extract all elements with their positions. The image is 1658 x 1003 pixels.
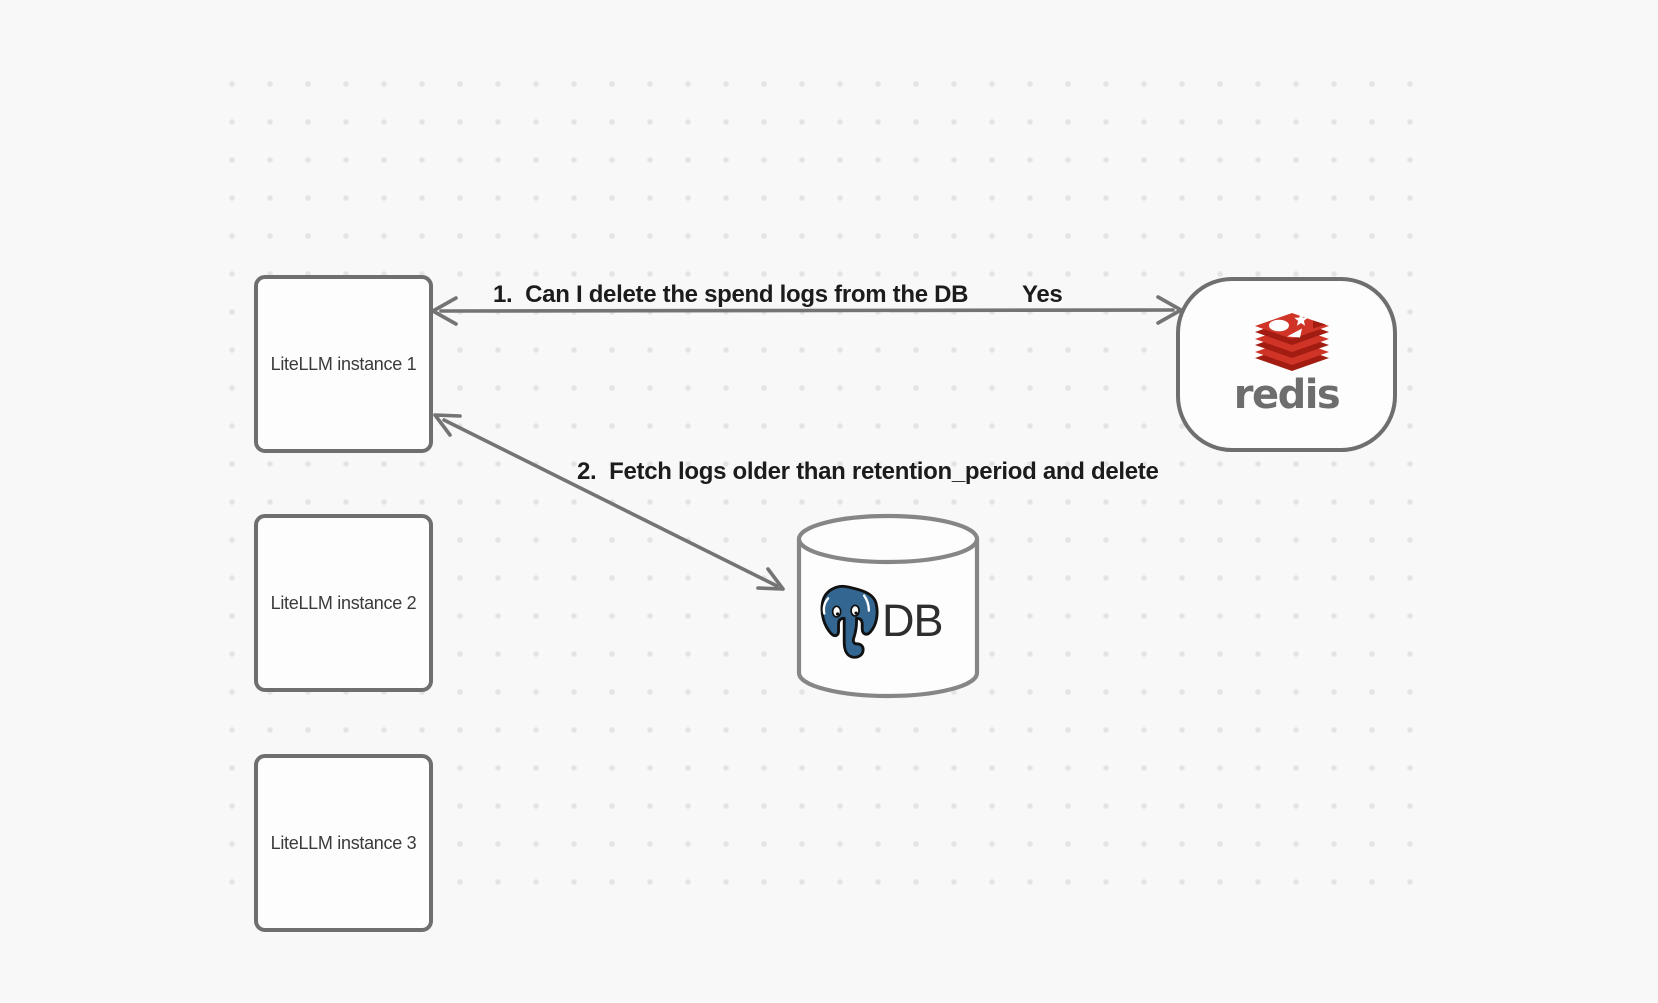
redis-wordmark: redis [1233, 372, 1341, 418]
edge2-label: 2. Fetch logs older than retention_perio… [577, 458, 1159, 485]
postgresql-elephant-icon [820, 584, 879, 659]
node-redis[interactable]: redis [1176, 277, 1397, 452]
node-label: LiteLLM instance 2 [270, 592, 417, 613]
db-cylinder-icon [796, 513, 980, 699]
node-database[interactable]: DB [795, 512, 981, 702]
node-litellm-instance-1[interactable]: LiteLLM instance 1 [254, 275, 433, 453]
node-label: LiteLLM instance 1 [270, 353, 417, 374]
db-label: DB [882, 595, 944, 646]
node-label: LiteLLM instance 3 [270, 832, 417, 853]
node-litellm-instance-2[interactable]: LiteLLM instance 2 [254, 514, 433, 692]
edge1-response-label: Yes [1022, 281, 1063, 308]
node-litellm-instance-3[interactable]: LiteLLM instance 3 [254, 754, 433, 932]
redis-logo-icon [1255, 313, 1329, 371]
edge1-label: 1. Can I delete the spend logs from the … [493, 281, 969, 308]
